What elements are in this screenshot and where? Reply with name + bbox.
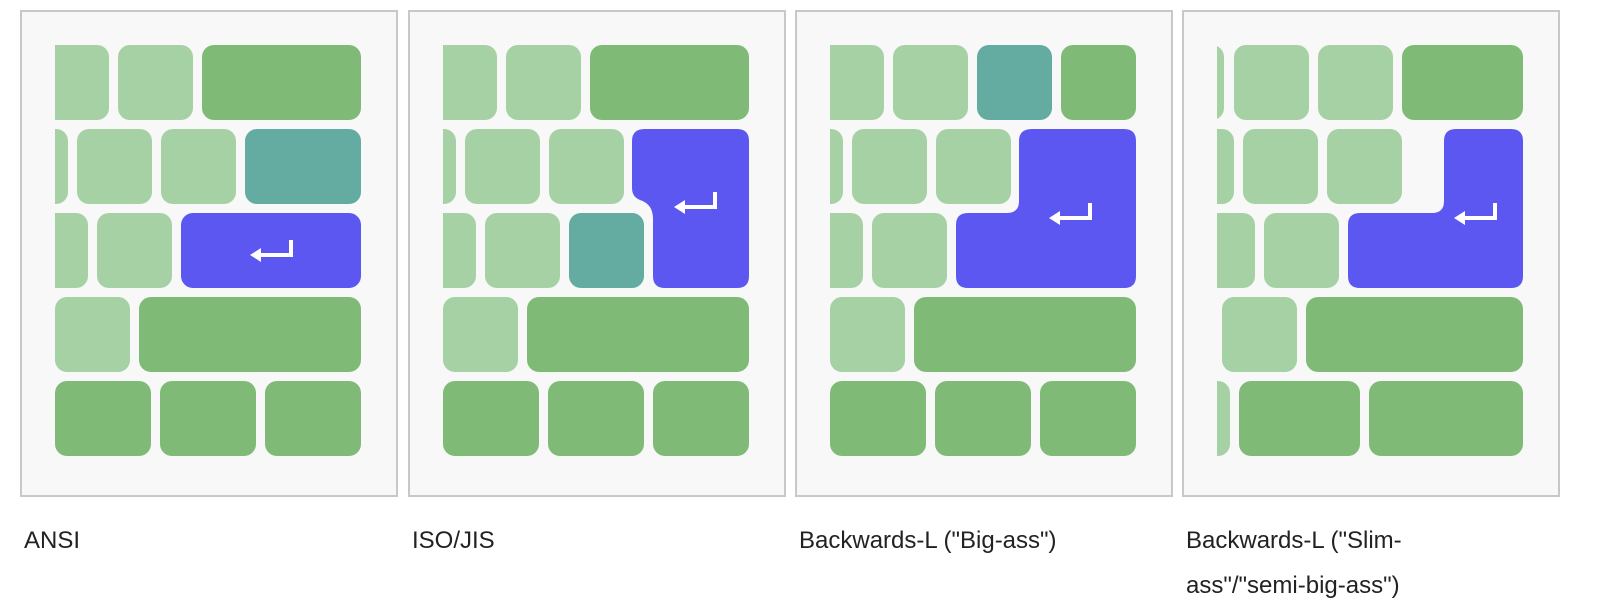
key — [1217, 381, 1230, 456]
caption-slim-ass: Backwards-L ("Slim-ass"/"semi-big-ass") — [1186, 527, 1402, 599]
key — [830, 297, 905, 372]
key — [55, 45, 109, 120]
keyboard-diagram-big-ass — [795, 10, 1173, 497]
key — [265, 381, 361, 456]
key — [653, 381, 749, 456]
key — [55, 213, 88, 288]
ansi-keys-svg — [55, 45, 361, 456]
shift-key — [527, 297, 749, 372]
iso-jis-keys-svg — [443, 45, 749, 456]
enter-key — [956, 129, 1136, 288]
backspace-key — [1402, 45, 1523, 120]
key — [1318, 45, 1393, 120]
key — [548, 381, 644, 456]
key — [549, 129, 624, 204]
key — [1327, 129, 1402, 204]
caption-ansi: ANSI — [24, 527, 81, 554]
key — [161, 129, 236, 204]
key — [443, 45, 497, 120]
key — [443, 297, 518, 372]
key — [443, 381, 539, 456]
key — [1222, 297, 1297, 372]
key — [55, 381, 151, 456]
shift-key — [914, 297, 1136, 372]
key — [830, 213, 863, 288]
key — [1192, 297, 1213, 372]
big-ass-keys-svg — [830, 45, 1136, 456]
caption-big-ass: Backwards-L ("Big-ass") — [799, 527, 1057, 554]
enter-key — [1348, 129, 1523, 288]
key — [830, 129, 843, 204]
key — [893, 45, 968, 120]
shift-key — [1306, 297, 1523, 372]
return-arrow-icon — [1049, 203, 1092, 225]
key — [1217, 46, 1224, 119]
backslash-key — [977, 45, 1052, 120]
key — [97, 213, 172, 288]
key — [830, 381, 926, 456]
key — [1040, 381, 1136, 456]
return-arrow-icon — [250, 240, 293, 262]
key — [443, 213, 476, 288]
key — [1217, 129, 1234, 204]
backslash-key — [245, 129, 361, 204]
key — [872, 213, 947, 288]
key — [485, 213, 560, 288]
key — [935, 381, 1031, 456]
key — [1243, 129, 1318, 204]
key — [77, 129, 152, 204]
hash-key — [569, 213, 644, 288]
key — [118, 45, 193, 120]
key — [830, 45, 884, 120]
key — [465, 129, 540, 204]
backspace-key — [590, 45, 749, 120]
key — [1264, 213, 1339, 288]
key — [1234, 45, 1309, 120]
key — [55, 129, 68, 204]
shift-key — [139, 297, 361, 372]
slim-ass-keys-svg — [1192, 45, 1523, 456]
enter-key — [181, 213, 361, 288]
return-arrow-icon — [1454, 203, 1497, 225]
key — [936, 129, 1011, 204]
key — [506, 45, 581, 120]
backspace-key — [202, 45, 361, 120]
key — [160, 381, 256, 456]
return-arrow-icon — [674, 192, 717, 214]
keyboard-diagram-slim-ass — [1182, 10, 1560, 497]
caption-iso-jis: ISO/JIS — [412, 527, 495, 554]
backspace-key — [1061, 45, 1136, 120]
keyboard-diagram-ansi — [20, 10, 398, 497]
keyboard-diagram-iso-jis — [408, 10, 786, 497]
key — [1239, 381, 1360, 456]
key — [443, 129, 456, 204]
key — [1369, 381, 1523, 456]
key — [55, 297, 130, 372]
key — [852, 129, 927, 204]
key — [1217, 213, 1255, 288]
